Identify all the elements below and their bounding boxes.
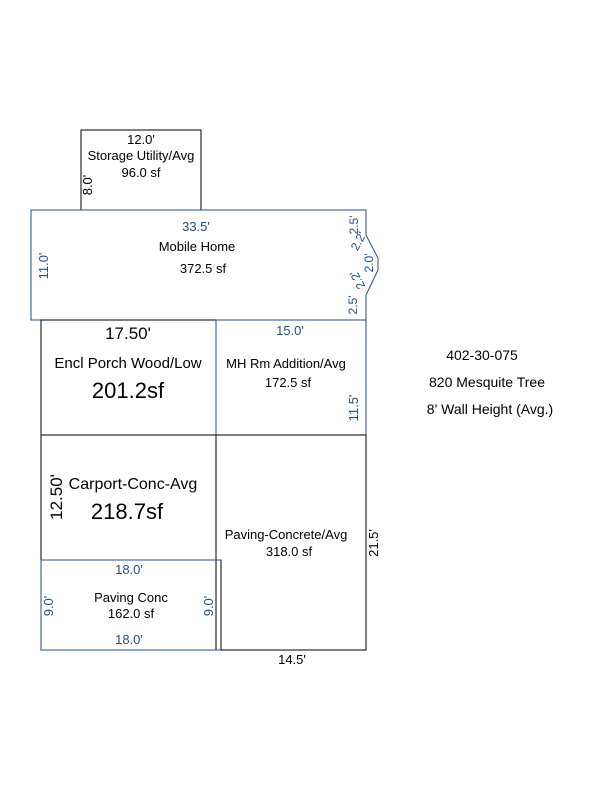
paving-concrete-area bbox=[215, 434, 367, 651]
paving-concrete-name-label: Paving-Concrete/Avg bbox=[225, 527, 348, 542]
porch-width-label: 17.50' bbox=[105, 324, 151, 343]
carport-depth-label: 12.50' bbox=[47, 474, 66, 520]
paving-conc-area-label: 162.0 sf bbox=[108, 606, 155, 621]
bay-label-1: 2.5' bbox=[347, 216, 361, 235]
paving-conc-right-label: 9.0' bbox=[201, 596, 216, 617]
paving-conc-top-label: 18.0' bbox=[115, 562, 143, 577]
mobile-home-depth-label: 11.0' bbox=[36, 253, 51, 280]
wall-height-note: 8' Wall Height (Avg.) bbox=[426, 401, 554, 417]
mobile-home-area-label: 372.5 sf bbox=[180, 261, 227, 276]
mh-addition-width-label: 15.0' bbox=[276, 323, 304, 338]
paving-concrete-depth-label: 21.5' bbox=[366, 529, 381, 557]
paving-conc-bottom-label: 18.0' bbox=[115, 632, 143, 647]
mh-addition-name-label: MH Rm Addition/Avg bbox=[226, 356, 346, 371]
paving-concrete-width-label: 14.5' bbox=[278, 652, 306, 667]
paving-conc-left-label: 9.0' bbox=[41, 596, 56, 617]
storage-width-label: 12.0' bbox=[127, 132, 155, 147]
paving-concrete-area-label: 318.0 sf bbox=[266, 544, 313, 559]
carport-area bbox=[40, 434, 217, 561]
mobile-home-width-label: 33.5' bbox=[182, 219, 210, 234]
carport-area-label: 218.7sf bbox=[91, 499, 164, 524]
paving-conc-name-label: Paving Conc bbox=[94, 590, 168, 605]
mh-addition-depth-label: 11.5' bbox=[346, 395, 361, 422]
bay-label-3: 2.0' bbox=[362, 254, 376, 273]
storage-area-label: 96.0 sf bbox=[121, 165, 160, 180]
carport-name-label: Carport-Conc-Avg bbox=[69, 476, 198, 493]
porch-area-label: 201.2sf bbox=[92, 378, 165, 403]
mh-addition-area-label: 172.5 sf bbox=[265, 375, 312, 390]
storage-name-label: Storage Utility/Avg bbox=[88, 148, 195, 163]
porch-name-label: Encl Porch Wood/Low bbox=[54, 355, 201, 372]
property-address: 820 Mesquite Tree bbox=[429, 374, 545, 390]
bay-label-5: 2.5' bbox=[346, 296, 360, 315]
mobile-home-name-label: Mobile Home bbox=[159, 239, 236, 254]
storage-depth-label: 8.0' bbox=[80, 175, 95, 196]
parcel-number: 402-30-075 bbox=[446, 347, 518, 363]
